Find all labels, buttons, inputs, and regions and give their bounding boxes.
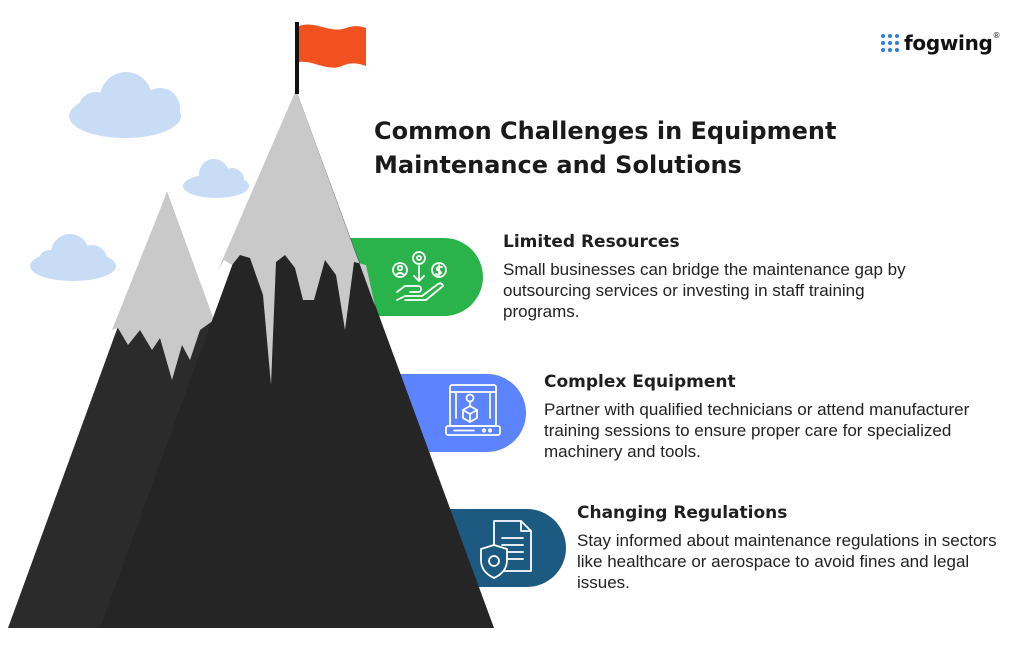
machine-icon xyxy=(445,384,501,436)
logo-dots-icon xyxy=(881,34,899,52)
challenge-heading: Complex Equipment xyxy=(544,372,736,392)
resources-icon xyxy=(392,251,447,301)
challenge-text: Partner with qualified technicians or at… xyxy=(544,400,970,461)
challenge-complex-equipment: Complex Equipment Partner with qualified… xyxy=(544,371,974,462)
fogwing-logo: fogwing® xyxy=(880,30,1001,56)
challenge-text: Stay informed about maintenance regulati… xyxy=(577,531,997,592)
challenge-heading: Limited Resources xyxy=(503,232,680,252)
tab-green xyxy=(340,238,483,316)
page-title: Common Challenges in Equipment Maintenan… xyxy=(374,117,837,179)
challenge-text: Small businesses can bridge the maintena… xyxy=(503,260,906,321)
cloud-large xyxy=(69,72,181,138)
challenge-changing-regulations: Changing Regulations Stay informed about… xyxy=(577,502,1007,593)
document-shield-icon xyxy=(480,520,532,579)
mountain-front xyxy=(100,90,494,628)
challenge-limited-resources: Limited Resources Small businesses can b… xyxy=(503,231,923,322)
flag xyxy=(295,22,366,94)
cloud-small xyxy=(183,159,249,198)
logo-wordmark: fogwing® xyxy=(904,31,1001,55)
cloud-left xyxy=(30,234,116,281)
challenge-heading: Changing Regulations xyxy=(577,503,788,523)
